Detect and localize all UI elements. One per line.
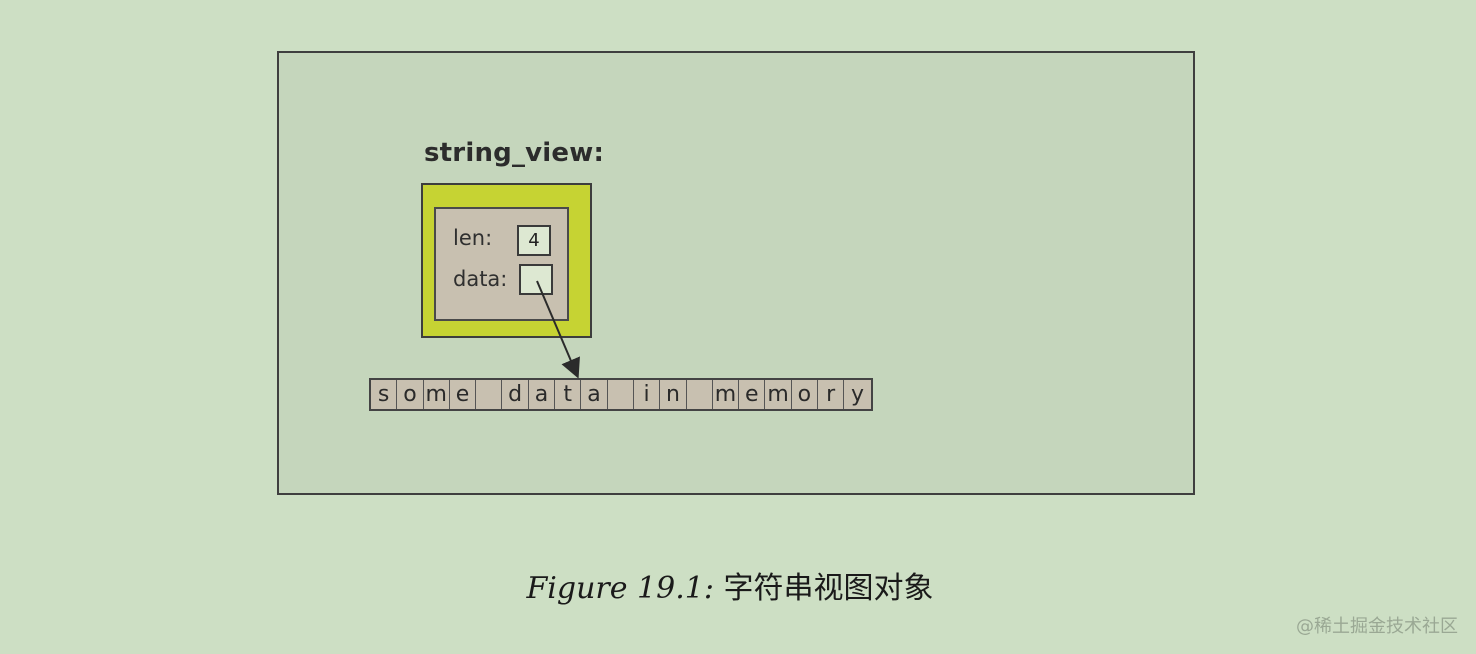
memory-cell: e [450,380,477,409]
memory-cell [476,380,503,409]
memory-cell: d [502,380,529,409]
memory-cell [687,380,713,409]
memory-cell: a [529,380,556,409]
caption-figure-label: Figure 19.1: [526,571,714,606]
len-label: len: [453,226,493,250]
memory-cell: s [371,380,398,409]
len-value-box: 4 [517,225,551,256]
data-pointer-box [519,264,553,295]
memory-cell: y [850,382,864,407]
string-view-title: string_view: [424,138,605,168]
memory-cell: n [660,380,687,409]
data-label: data: [453,267,508,291]
caption-text: 字符串视图对象 [723,571,934,606]
memory-cell: m [424,380,450,409]
memory-cell: r [818,380,845,409]
memory-cell [608,380,634,409]
memory-cell: m [713,380,740,409]
memory-cell: m [765,380,792,409]
memory-cell: i [634,380,661,409]
len-value: 4 [528,230,540,251]
memory-cell: e [739,380,766,409]
figure-caption: Figure 19.1: 字符串视图对象 [0,563,1460,607]
watermark: @稀土掘金技术社区 [1296,616,1458,637]
memory-cell: o [397,380,424,409]
memory-cell: a [581,380,608,409]
memory-cell: t [555,380,582,409]
memory-cell: o [792,380,819,409]
